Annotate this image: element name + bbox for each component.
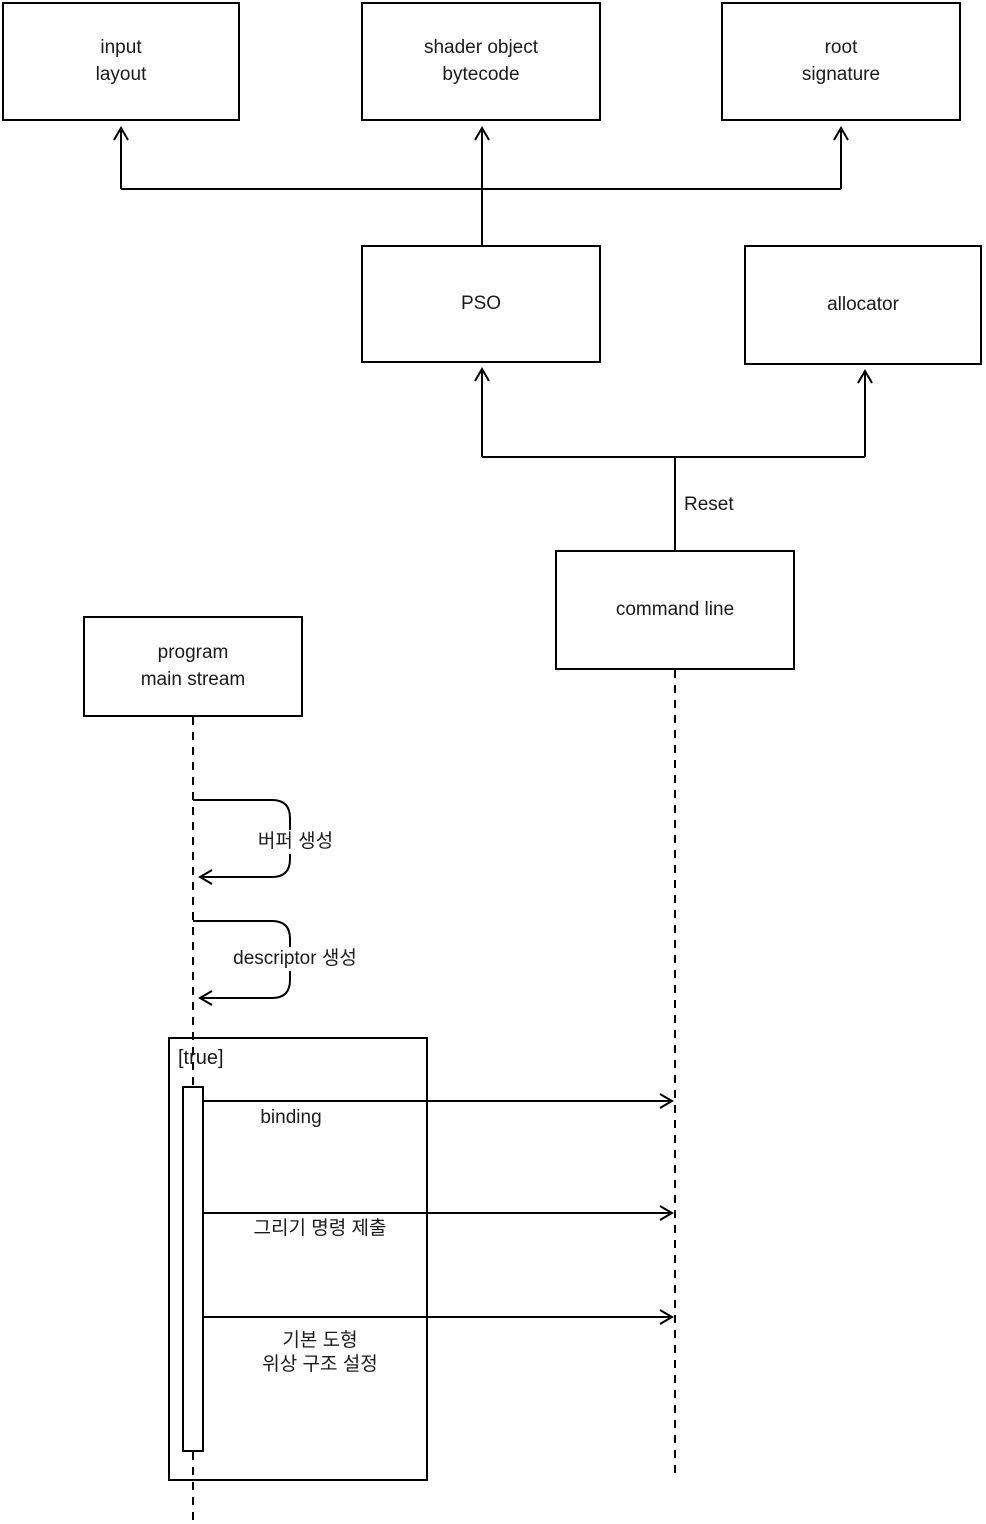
activation-bar <box>182 1086 204 1452</box>
node-pso-label: PSO <box>460 292 502 314</box>
node-shader-object-bytecode: shader object bytecode <box>361 2 601 121</box>
buffer-create-message-label: 버퍼 생성 <box>236 830 355 854</box>
reset-edge-label: Reset <box>684 494 734 515</box>
node-allocator-label: allocator <box>827 293 899 315</box>
node-program-main-stream: program main stream <box>83 616 303 717</box>
draw-command-submit-message-label: 그리기 명령 제출 <box>253 1218 387 1239</box>
node-input-layout: input layout <box>2 2 240 121</box>
descriptor-create-message-label: descriptor 생성 <box>212 947 378 971</box>
node-allocator: allocator <box>744 245 982 365</box>
node-root-signature: root signature <box>721 2 961 121</box>
loop-guard-label: [true] <box>178 1047 224 1069</box>
node-program-main-stream-label: program main stream <box>140 641 246 690</box>
primitive-topology-message-label: 기본 도형 위상 구조 설정 <box>262 1330 378 1375</box>
loop-frame <box>168 1037 428 1481</box>
node-command-line: command line <box>555 550 795 670</box>
node-root-signature-label: root signature <box>801 36 881 85</box>
node-shader-object-bytecode-label: shader object bytecode <box>423 36 539 85</box>
binding-message-label: binding <box>260 1107 322 1128</box>
node-command-line-label: command line <box>615 598 735 620</box>
node-pso: PSO <box>361 245 601 363</box>
node-input-layout-label: input layout <box>95 36 147 85</box>
